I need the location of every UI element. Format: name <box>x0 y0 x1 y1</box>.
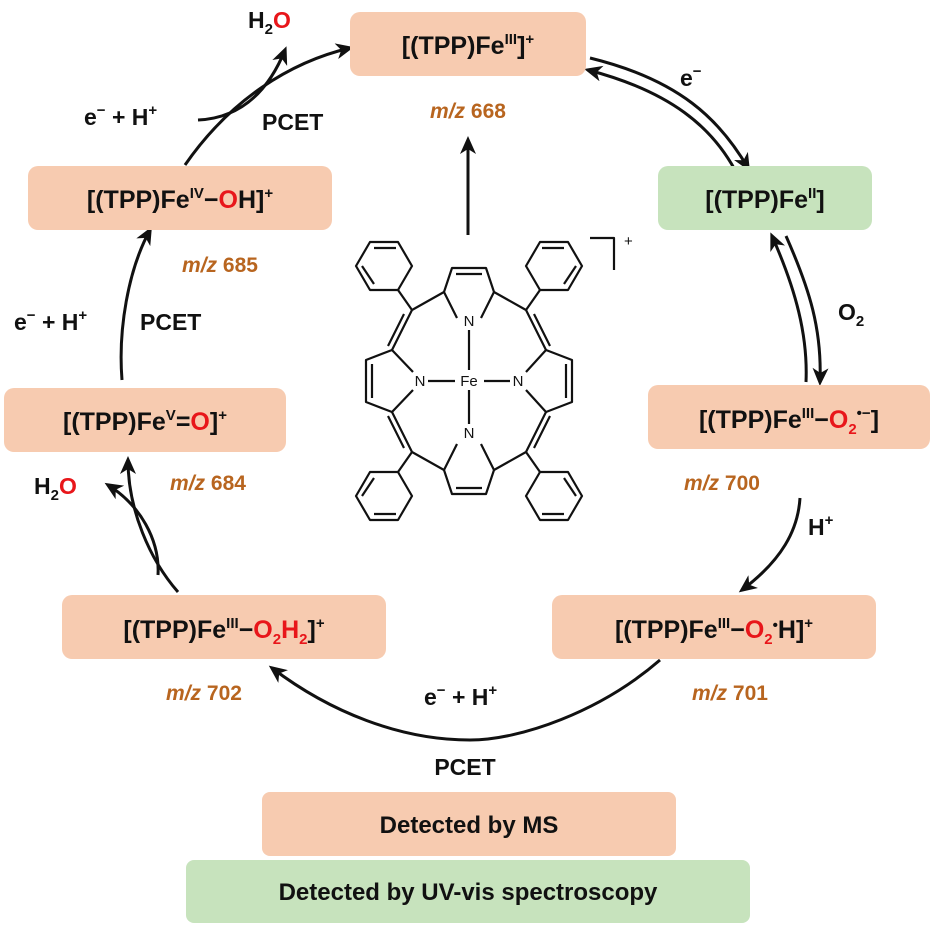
species-fe3-mz: m/z 668 <box>430 100 506 123</box>
arrow-o2-to-o2h <box>738 497 802 593</box>
porphyrin-n-left: N <box>415 373 426 390</box>
arrow-o2h-to-o2h2 <box>268 658 661 742</box>
arrow-fe4oh-to-fe3 <box>183 43 354 166</box>
legend-uv-label: Detected by UV-vis spectroscopy <box>279 879 658 906</box>
species-fe3-superoxo-mz: m/z 700 <box>684 472 760 495</box>
phenyl-bottom-left <box>354 470 414 522</box>
species-fe3-o2h2-box <box>62 595 386 659</box>
porphyrin-metal: Fe <box>460 373 478 390</box>
species-fe3-label: [(TPP)FeIII]+ <box>402 31 535 60</box>
species-fe3-o2h2: [(TPP)FeIII−O2H2]+ m/z 702 <box>62 595 386 705</box>
species-fe4-hydroxo-label: [(TPP)FeIV−OH]+ <box>87 185 273 214</box>
species-fe5-oxo-label: [(TPP)FeV=O]+ <box>63 407 227 436</box>
arrow-water-out-1 <box>104 482 160 576</box>
species-fe5-oxo-mz: m/z 684 <box>170 472 246 495</box>
arrow-fe3-to-fe2 <box>589 56 751 172</box>
reagent-labels: e− O2 H+ e− + H+ PCET H2O e− + H+ PCET e… <box>14 7 864 780</box>
arrow-fe2-to-o2 <box>784 235 829 386</box>
arrow-o2h2-to-fe5o <box>120 456 180 593</box>
reagent-proton: H+ <box>808 512 834 540</box>
reagent-water-top: H2O <box>248 7 291 38</box>
species-fe3-hydroperoxo: [(TPP)FeIII−O2•H]+ m/z 701 <box>552 595 876 705</box>
phenyl-top-left <box>354 240 414 292</box>
species-fe2-box <box>658 166 872 230</box>
species-fe2-label: [(TPP)FeII] <box>705 185 824 214</box>
legend-uv-box <box>186 860 750 923</box>
reagent-e-plus-h-left: e− + H+ <box>14 307 87 335</box>
porphyrin-n-bottom: N <box>464 425 475 442</box>
species-fe3: [(TPP)FeIII]+ m/z 668 <box>350 12 586 123</box>
phenyl-bottom-right <box>524 470 584 522</box>
species-fe2: [(TPP)FeII] <box>658 166 872 230</box>
species-fe4-hydroxo: [(TPP)FeIV−OH]+ m/z 685 <box>28 166 332 277</box>
species-fe3-hydroperoxo-mz: m/z 701 <box>692 682 768 705</box>
reagent-pcet-left: PCET <box>140 309 201 335</box>
species-fe3-superoxo-box <box>648 385 930 449</box>
legend: Detected by MS Detected by UV-vis spectr… <box>186 792 750 923</box>
species-fe3-box <box>350 12 586 76</box>
reagent-e-plus-h-bottom: e− + H+ <box>424 682 497 710</box>
species-fe3-o2h2-mz: m/z 702 <box>166 682 242 705</box>
species-fe3-hydroperoxo-label: [(TPP)FeIII−O2•H]+ <box>615 615 813 648</box>
porphyrin-charge: + <box>624 233 633 250</box>
reagent-pcet-top: PCET <box>262 109 323 135</box>
reagent-water-left: H2O <box>34 473 77 504</box>
cycle-arrows <box>104 43 829 742</box>
species-fe3-o2h2-label: [(TPP)FeIII−O2H2]+ <box>123 615 324 648</box>
porphyrin-n-top: N <box>464 313 475 330</box>
reagent-pcet-bottom: PCET <box>434 754 495 780</box>
species-fe4-hydroxo-box <box>28 166 332 230</box>
reagent-e-plus-h-top: e− + H+ <box>84 102 157 130</box>
legend-ms-box <box>262 792 676 856</box>
arrow-fe2-to-fe3 <box>584 65 737 171</box>
phenyl-top-right <box>524 240 584 292</box>
species-fe3-superoxo-label: [(TPP)FeIII−O2•−] <box>699 405 879 438</box>
arrow-water-out-2 <box>197 46 288 122</box>
arrow-fe5o-to-fe4oh <box>119 226 152 381</box>
species-fe3-hydroperoxo-box <box>552 595 876 659</box>
porphyrin-n-right: N <box>513 373 524 390</box>
reagent-electron-top: e− <box>680 63 702 91</box>
species-fe5-oxo: [(TPP)FeV=O]+ m/z 684 <box>4 388 286 495</box>
legend-ms-label: Detected by MS <box>380 812 559 839</box>
charge-bracket <box>590 236 616 270</box>
arrow-o2-to-fe2 <box>770 232 808 383</box>
species-fe3-superoxo: [(TPP)FeIII−O2•−] m/z 700 <box>648 385 930 495</box>
species-fe4-hydroxo-mz: m/z 685 <box>182 254 258 277</box>
species-fe5-oxo-box <box>4 388 286 452</box>
porphyrin-structure: Fe N N N N <box>354 233 633 522</box>
reagent-o2: O2 <box>838 299 864 330</box>
